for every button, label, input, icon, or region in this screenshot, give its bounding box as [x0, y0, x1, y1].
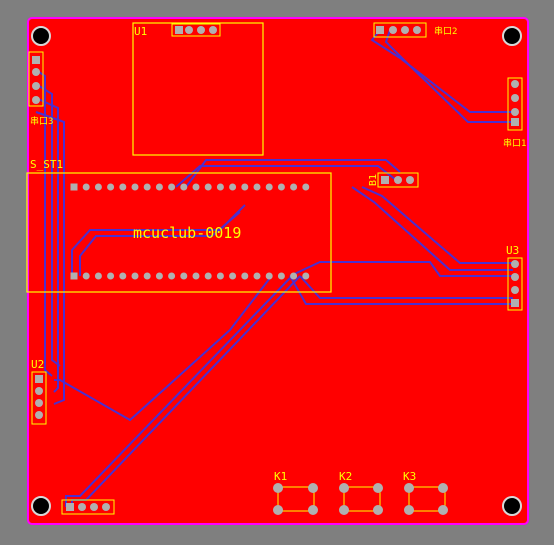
mcu-pin: [192, 272, 200, 280]
uart-right-pins: [511, 80, 519, 126]
mcu-pin: [253, 183, 261, 191]
mcu-pin: [94, 183, 102, 191]
k1-label: K1: [274, 470, 287, 483]
k3-outline: [408, 486, 446, 512]
u1-pins: [175, 26, 217, 34]
mcu-label: mcuclub-0019: [133, 224, 241, 242]
mcu-pin: [82, 272, 90, 280]
u1-label: U1: [134, 25, 147, 38]
k2-label: K2: [339, 470, 352, 483]
u2-label: U2: [31, 358, 44, 371]
uart-right-outline: [507, 77, 523, 131]
bottom-connector-outline: [61, 499, 115, 515]
mcu-pin: [216, 183, 224, 191]
mcu-header-bottom: [70, 272, 310, 280]
u2-outline: [31, 371, 47, 425]
u3-outline: [507, 257, 523, 311]
mcu-pin: [192, 183, 200, 191]
mcu-pin: [131, 272, 139, 280]
k2-pads: [339, 483, 383, 515]
mcu-pin: [168, 272, 176, 280]
mcu-pin: [265, 272, 273, 280]
mcu-pin: [290, 272, 298, 280]
uart-top-label: 串口2: [434, 26, 457, 37]
mcu-pin: [119, 183, 127, 191]
u3-label: U3: [506, 244, 519, 257]
uart-top-pins: [376, 26, 421, 34]
mcu-pin: [253, 272, 261, 280]
mcu-header-top: [70, 183, 310, 191]
mcu-pin: [107, 272, 115, 280]
mcu-pin: [204, 272, 212, 280]
k3-label: K3: [403, 470, 416, 483]
uart-left-outline: [28, 51, 44, 107]
k1-pads: [273, 483, 318, 515]
mcu-pin: [70, 272, 78, 280]
u3-pins: [511, 260, 519, 307]
b1-label: B1: [368, 174, 379, 186]
mcu-pin: [107, 183, 115, 191]
mcu-pin: [277, 183, 285, 191]
uart-top-outline: [373, 22, 427, 38]
k1-outline: [277, 486, 315, 512]
s-st1-label: S_ST1: [30, 158, 63, 171]
mcu-pin: [229, 272, 237, 280]
mcu-pin: [277, 272, 285, 280]
mcu-pin: [82, 183, 90, 191]
mcu-pin: [290, 183, 298, 191]
uart-right-label: 串口1: [503, 138, 526, 149]
b1-outline: [377, 172, 419, 188]
mcu-pin: [119, 272, 127, 280]
uart-left-pins: [32, 56, 40, 104]
board-outline: [27, 17, 529, 525]
mcu-pin: [70, 183, 78, 191]
mcu-pin: [241, 183, 249, 191]
mcu-pin: [155, 183, 163, 191]
mcu-pin: [143, 272, 151, 280]
mcu-pin: [180, 183, 188, 191]
bottom-connector-pins: [66, 503, 110, 511]
mcu-pin: [265, 183, 273, 191]
s-st1-outline: [26, 172, 332, 293]
b1-pins: [381, 176, 414, 184]
mcu-pin: [302, 272, 310, 280]
traces: [35, 29, 513, 507]
k2-outline: [343, 486, 381, 512]
mounting-holes: [31, 26, 522, 516]
mcu-pin: [168, 183, 176, 191]
mcu-pin: [131, 183, 139, 191]
mcu-pin: [143, 183, 151, 191]
mcu-pin: [302, 183, 310, 191]
mcu-pin: [241, 272, 249, 280]
mcu-pin: [204, 183, 212, 191]
k3-pads: [404, 483, 448, 515]
uart-left-label: 串口3: [30, 116, 53, 127]
mcu-pin: [229, 183, 237, 191]
mcu-pin: [94, 272, 102, 280]
u1-outline: [132, 22, 264, 156]
mcu-pin: [180, 272, 188, 280]
u2-pins: [35, 375, 43, 419]
mcu-pin: [155, 272, 163, 280]
mcu-pin: [216, 272, 224, 280]
